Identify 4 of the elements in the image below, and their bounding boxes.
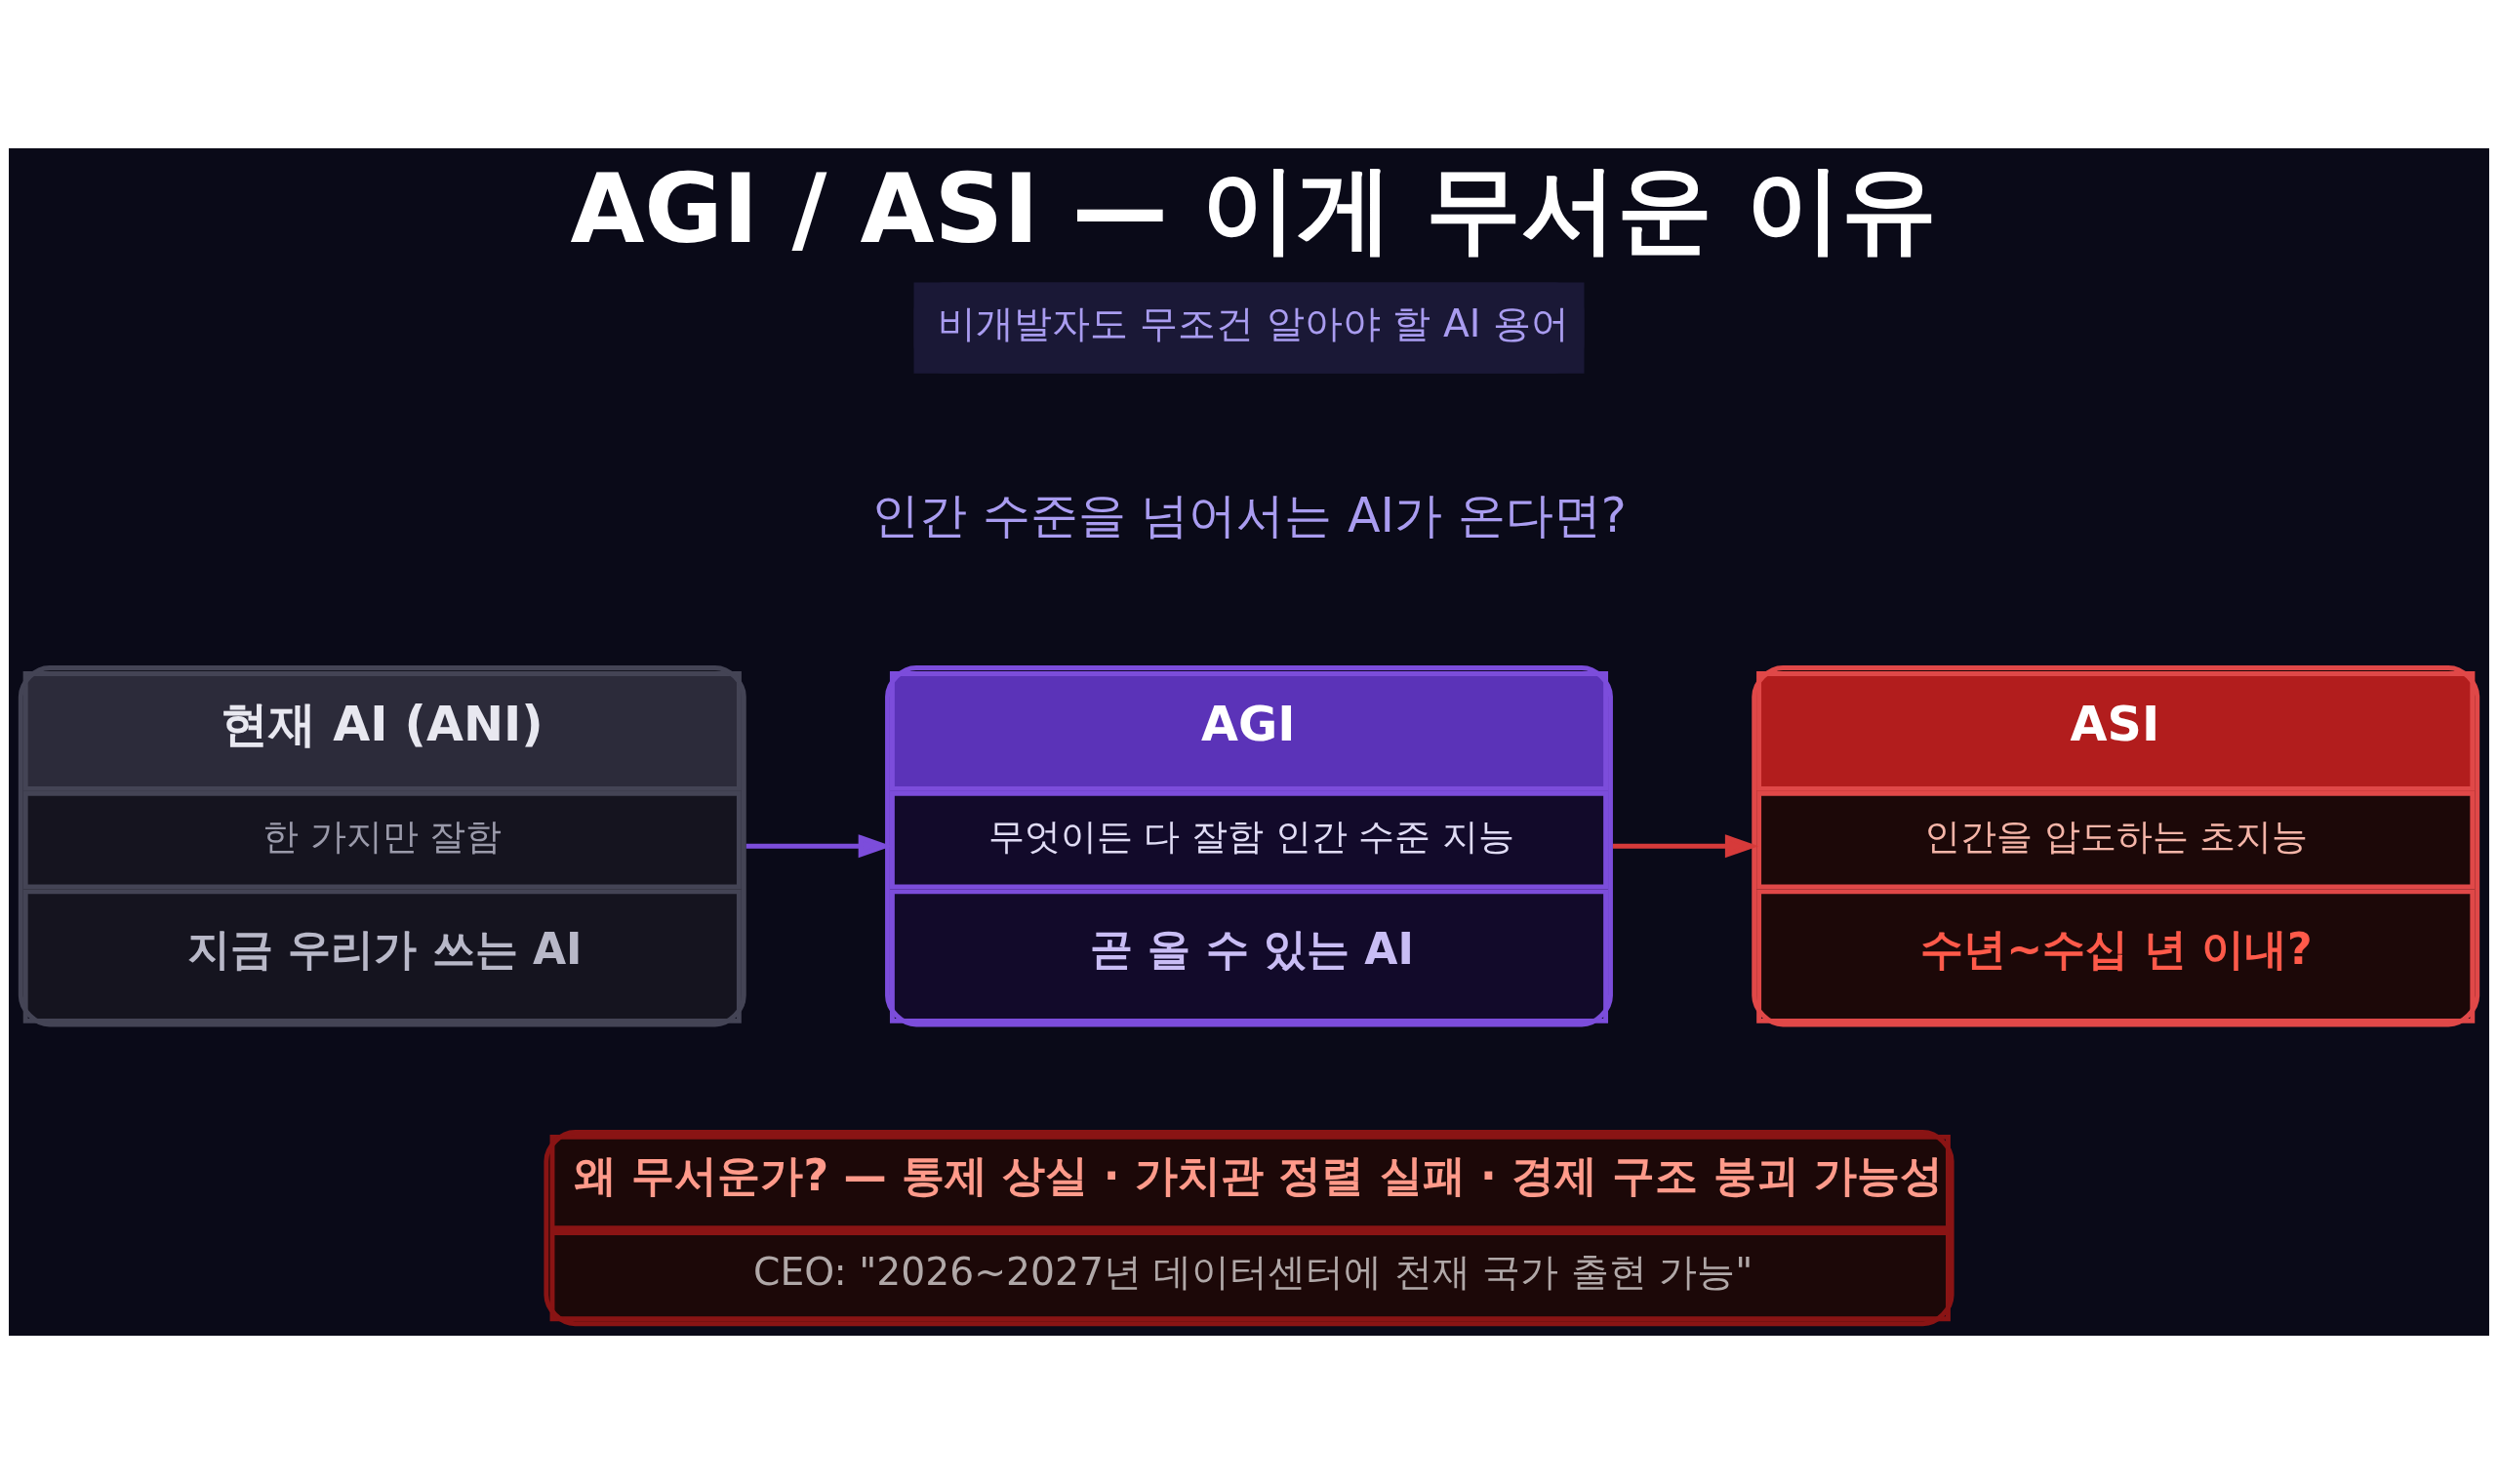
arrow	[745, 834, 893, 859]
label: 인간 수준을 넘어서는 AI가 온다면?	[871, 486, 1627, 543]
diagram-title: AGI / ASI — 이게 무서운 이유	[570, 152, 1938, 264]
arrow	[1613, 834, 1759, 859]
